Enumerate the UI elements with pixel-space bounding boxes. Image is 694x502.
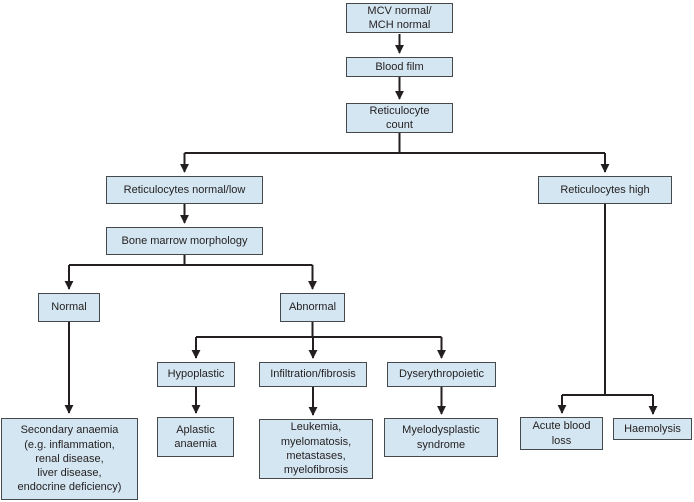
node-aplastic-anaemia: Aplastic anaemia bbox=[157, 417, 234, 457]
trunk-reticulocyte-count-split bbox=[184, 133, 605, 154]
trunk-retic-high-split bbox=[562, 204, 653, 396]
node-haemolysis: Haemolysis bbox=[613, 418, 692, 440]
node-reticulocytes-high: Reticulocytes high bbox=[538, 176, 672, 204]
node-myelodysplastic-syndrome: Myelodysplastic syndrome bbox=[384, 418, 498, 457]
trunk-bone-marrow-split bbox=[69, 255, 313, 266]
node-dyserythropoietic: Dyserythropoietic bbox=[387, 362, 496, 387]
node-secondary-anaemia: Secondary anaemia (e.g. inflammation, re… bbox=[1, 418, 138, 500]
node-blood-film: Blood film bbox=[346, 57, 453, 77]
node-infiltration-fibrosis: Infiltration/fibrosis bbox=[259, 362, 367, 387]
node-hypoplastic: Hypoplastic bbox=[157, 362, 235, 387]
node-reticulocytes-normal-low: Reticulocytes normal/low bbox=[106, 176, 263, 204]
node-reticulocyte-count: Reticulocyte count bbox=[346, 103, 453, 133]
node-normal: Normal bbox=[38, 293, 100, 322]
node-mcv-mch-normal: MCV normal/ MCH normal bbox=[346, 3, 453, 33]
node-leukemia-group: Leukemia, myelomatosis, metastases, myel… bbox=[259, 419, 373, 479]
node-bone-marrow-morphology: Bone marrow morphology bbox=[106, 227, 263, 255]
trunk-abnormal-split bbox=[196, 322, 442, 338]
node-acute-blood-loss: Acute blood loss bbox=[520, 417, 603, 450]
node-abnormal: Abnormal bbox=[280, 293, 345, 322]
